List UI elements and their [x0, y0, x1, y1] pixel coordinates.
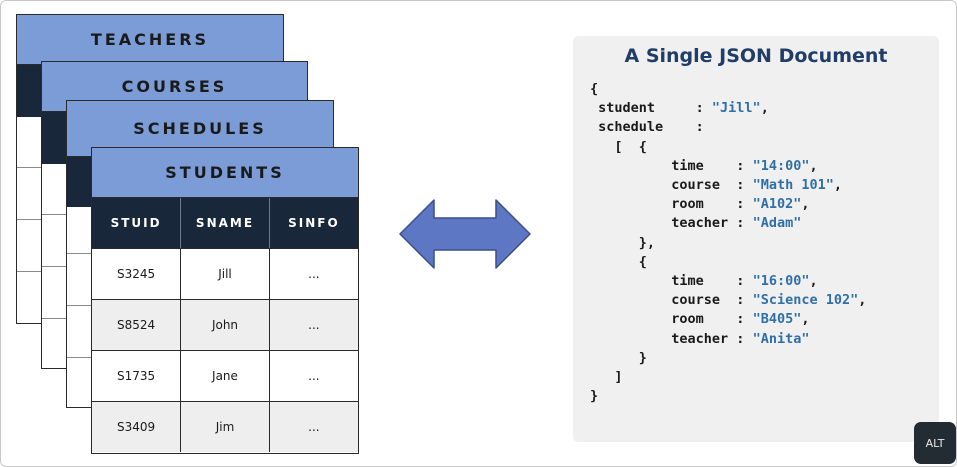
- double-headed-arrow-icon: [398, 198, 534, 274]
- code-token: ,: [801, 196, 810, 213]
- code-line: },: [590, 235, 655, 251]
- code-line: room : "A102",: [590, 196, 809, 212]
- column-header-sname: SNAME: [180, 198, 270, 249]
- code-line: time : "16:00",: [590, 273, 818, 290]
- code-token: course :: [590, 177, 753, 194]
- code-line: }: [590, 350, 647, 366]
- cell-sname: Jane: [180, 350, 270, 402]
- code-line: student : "Jill",: [590, 100, 769, 116]
- cell-stuid: S8524: [92, 299, 182, 351]
- code-token: student :: [590, 100, 712, 117]
- code-string-value: "Math 101": [752, 177, 834, 194]
- json-panel-title: A Single JSON Document: [624, 45, 888, 67]
- code-token: ,: [858, 292, 867, 309]
- code-token: ,: [833, 177, 842, 194]
- students-table-title: STUDENTS: [92, 148, 358, 198]
- code-line: room : "B405",: [590, 311, 809, 327]
- code-token: teacher :: [590, 330, 753, 347]
- code-token: },: [590, 234, 656, 251]
- code-token: course :: [590, 292, 753, 309]
- code-token: time :: [590, 273, 753, 290]
- cell-sname: John: [180, 299, 270, 351]
- code-token: ,: [760, 100, 769, 117]
- code-string-value: "A102": [752, 196, 802, 213]
- alt-text-button[interactable]: ALT: [914, 422, 956, 464]
- code-token: teacher :: [590, 215, 753, 232]
- code-token: room :: [590, 196, 753, 213]
- table-header-row: STUID SNAME SINFO: [92, 198, 358, 249]
- cell-sinfo: ...: [269, 248, 358, 300]
- code-line: teacher : "Adam": [590, 215, 801, 231]
- code-line: {: [590, 254, 647, 270]
- code-line: {: [590, 81, 598, 97]
- code-string-value: "Adam": [752, 215, 802, 232]
- code-token: }: [590, 388, 599, 405]
- code-string-value: "14:00": [752, 157, 810, 174]
- cell-sname: Jill: [180, 248, 270, 300]
- json-code-block: { student : "Jill", schedule : [ { time …: [590, 80, 866, 406]
- cell-sinfo: ...: [269, 299, 358, 351]
- code-string-value: "Anita": [752, 330, 810, 347]
- students-table-card: STUDENTS STUID SNAME SINFO S3245 Jill ..…: [91, 147, 359, 454]
- teachers-table-title: TEACHERS: [17, 15, 283, 65]
- code-token: ]: [590, 369, 623, 386]
- code-line: schedule :: [590, 119, 704, 135]
- code-line: time : "14:00",: [590, 157, 818, 174]
- code-string-value: "Science 102": [752, 292, 859, 309]
- table-row: S8524 John ...: [92, 299, 358, 351]
- code-token: {: [590, 81, 599, 97]
- code-string-value: "16:00": [752, 273, 810, 290]
- column-header-sinfo: SINFO: [269, 198, 358, 249]
- cell-stuid: S1735: [92, 350, 182, 402]
- students-table: STUID SNAME SINFO S3245 Jill ... S8524 J…: [92, 198, 358, 452]
- code-token: schedule :: [590, 119, 704, 136]
- code-string-value: "Jill": [711, 100, 761, 117]
- code-line: }: [590, 388, 598, 404]
- code-token: room :: [590, 311, 753, 328]
- code-token: {: [590, 253, 647, 270]
- json-document-panel: A Single JSON Document { student : "Jill…: [573, 36, 939, 442]
- table-row: S3409 Jim ...: [92, 401, 358, 452]
- column-header-stuid: STUID: [92, 198, 182, 249]
- code-string-value: "B405": [752, 311, 802, 328]
- code-token: }: [590, 349, 647, 366]
- cell-sinfo: ...: [269, 401, 358, 452]
- code-token: time :: [590, 157, 753, 174]
- code-line: [ {: [590, 139, 647, 155]
- code-token: [ {: [590, 138, 647, 155]
- code-line: teacher : "Anita": [590, 331, 809, 347]
- cell-sinfo: ...: [269, 350, 358, 402]
- cell-stuid: S3245: [92, 248, 182, 300]
- code-line: course : "Science 102",: [590, 292, 866, 308]
- code-line: course : "Math 101",: [590, 177, 842, 193]
- code-token: ,: [809, 273, 818, 290]
- cell-sname: Jim: [180, 401, 270, 452]
- code-token: ,: [801, 311, 810, 328]
- table-row: S1735 Jane ...: [92, 350, 358, 402]
- code-line: ]: [590, 369, 623, 386]
- code-token: ,: [809, 157, 818, 174]
- cell-stuid: S3409: [92, 401, 182, 452]
- table-row: S3245 Jill ...: [92, 248, 358, 300]
